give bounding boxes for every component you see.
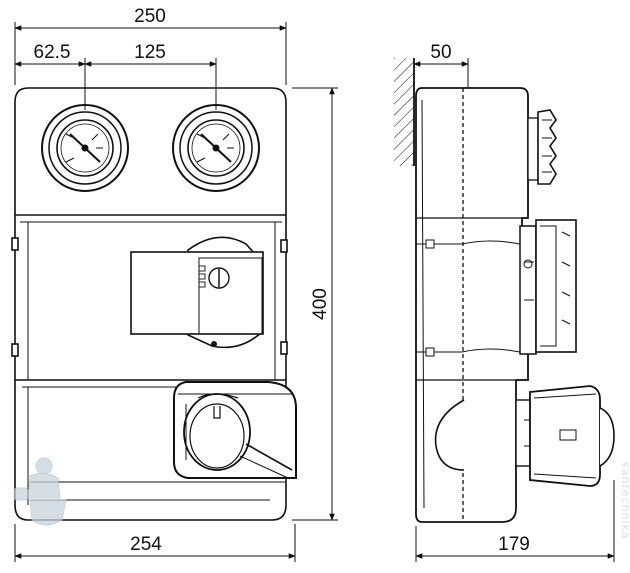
- dim-height: 400: [310, 288, 331, 320]
- dimension-lines: [14, 22, 615, 562]
- watermark: santechnika: [13, 457, 630, 540]
- side-gauge-knob: [527, 109, 557, 185]
- side-actuator-body: [529, 385, 601, 487]
- actuator-knob: [183, 393, 251, 471]
- pump-assembly: [130, 236, 264, 349]
- gauge-right: [172, 104, 260, 192]
- plumber-mascot-icon: [13, 457, 67, 526]
- side-pump: [519, 219, 577, 355]
- dim-depth: 179: [498, 534, 530, 555]
- dim-gauge-spacing: 125: [134, 42, 166, 63]
- dim-left-offset: 62.5: [34, 42, 71, 63]
- watermark-text: santechnika: [619, 462, 630, 540]
- side-view: [415, 87, 529, 523]
- dim-overall-width: 250: [134, 6, 166, 27]
- valve-actuator: [173, 381, 297, 479]
- dim-base-width: 254: [130, 534, 162, 555]
- wall-hatch: [394, 58, 415, 166]
- pump-control-box: [130, 251, 264, 335]
- dimension-labels: 250 62.5 125 400 254 50 179: [34, 6, 530, 555]
- side-body-outline: [415, 87, 529, 523]
- dim-wall-offset: 50: [430, 42, 451, 63]
- pump-speed-selector: [208, 267, 230, 289]
- side-valve-actuator: [434, 385, 615, 487]
- gauge-left: [41, 104, 129, 192]
